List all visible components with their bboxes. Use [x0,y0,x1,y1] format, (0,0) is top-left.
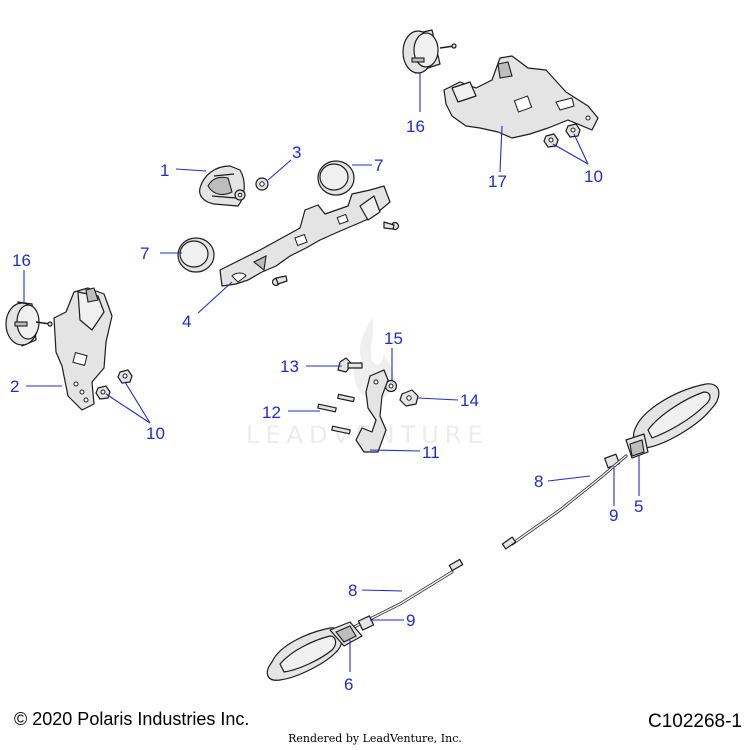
callout-14: 14 [460,391,479,410]
part-8-harness-left [338,558,464,636]
part-14-nut [399,389,419,407]
callout-16-left: 16 [12,251,31,270]
part-7-lens-lower [177,237,215,273]
part-8-harness-right [501,454,628,550]
callout-17: 17 [488,172,507,191]
callout-9-right: 9 [609,506,618,525]
copyright-notice: © 2020 Polaris Industries Inc. [14,709,250,729]
leader-lines [23,72,640,672]
rendered-by-credit: Rendered by LeadVenture, Inc. [288,732,462,745]
callout-13: 13 [280,357,299,376]
part-9-clip-right [604,453,620,469]
callout-8-right: 8 [534,472,543,491]
part-5-turn-signal-right [625,383,720,459]
part-4-center-bracket [219,185,400,287]
callout-16-right: 16 [406,117,425,136]
part-7-lens-upper [317,160,355,196]
callout-1: 1 [160,161,169,180]
part-13-bolt [337,357,363,373]
part-1-light-housing [199,165,245,207]
part-6-turn-signal-left [266,621,363,681]
callout-3: 3 [292,143,301,162]
callout-labels: 1 3 7 7 4 16 2 10 16 17 10 13 15 14 12 1… [10,117,643,694]
callout-11: 11 [422,443,440,462]
part-10-nut-right [543,123,581,148]
callout-4: 4 [182,312,191,331]
part-10-nut-left [95,369,133,400]
part-12-screw [317,393,355,435]
callout-2: 2 [10,377,19,396]
callout-10-right: 10 [584,167,603,186]
diagram-code: C102268-1 [647,711,742,732]
part-16-bulb-right [402,29,457,74]
callout-6: 6 [344,675,353,694]
callout-5: 5 [634,497,643,516]
callout-15: 15 [384,329,403,348]
watermark: LEADVENTURE [246,318,483,449]
callout-7-upper: 7 [374,156,383,175]
callout-9-left: 9 [406,611,415,630]
part-11-clamp [355,369,389,453]
part-2-left-bracket [53,287,113,411]
callout-7-lower: 7 [140,244,149,263]
part-3-grommet [234,177,269,201]
callout-12: 12 [262,403,281,422]
part-16-bulb-left [5,301,53,347]
callout-10-left: 10 [146,424,165,443]
callout-8-left: 8 [348,581,357,600]
part-17-right-bracket [443,55,599,139]
